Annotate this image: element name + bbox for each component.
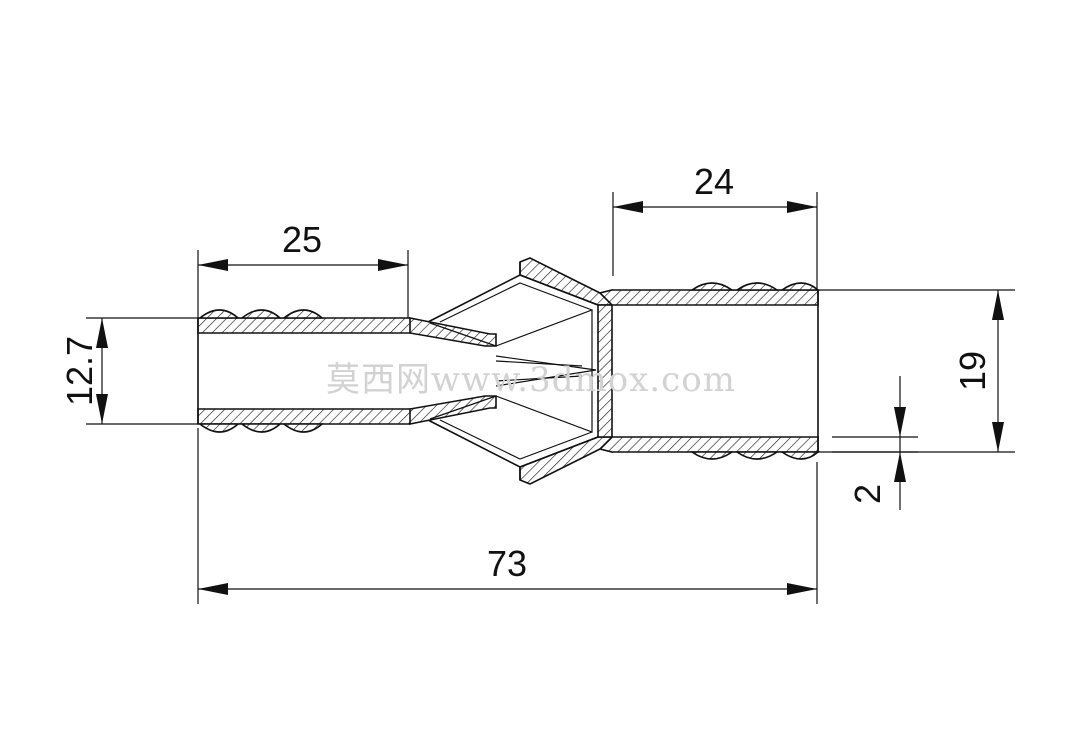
outer-funnel-top — [519, 257, 613, 306]
watermark-text: 莫西网www.3dmox.com — [326, 360, 736, 400]
dimension-lines — [86, 192, 1015, 604]
inner-cone-edge-top — [429, 322, 497, 347]
inner-spike-lines — [495, 360, 583, 382]
right-tube-bottom-ribs — [689, 451, 821, 460]
dim-total-length: 73 — [487, 543, 527, 584]
right-tube-bottom-wall — [598, 436, 819, 453]
funnel-skirt-top — [427, 262, 599, 323]
funnel-skirt-bottom — [427, 419, 599, 480]
left-tube-bottom-ribs — [197, 423, 325, 433]
right-tube-top-wall — [598, 289, 819, 306]
dim-left-length: 25 — [282, 219, 322, 260]
left-tube-bottom-wall — [197, 408, 433, 425]
outer-funnel-bottom — [519, 436, 613, 485]
inner-spike-v — [495, 309, 597, 433]
left-tube-top-wall — [197, 317, 433, 334]
right-tube-top-ribs — [689, 282, 821, 291]
inner-cone-edge-bottom — [429, 395, 497, 420]
connector-cross-section — [197, 257, 821, 485]
dim-wall-thickness: 2 — [847, 484, 888, 504]
dim-right-length: 24 — [694, 161, 734, 202]
dim-left-diameter: 12.7 — [59, 336, 100, 406]
right-tube-partition — [597, 304, 613, 438]
funnel-inner-lines — [439, 282, 593, 460]
left-tube-top-ribs — [197, 309, 325, 319]
dim-right-diameter: 19 — [952, 351, 993, 391]
